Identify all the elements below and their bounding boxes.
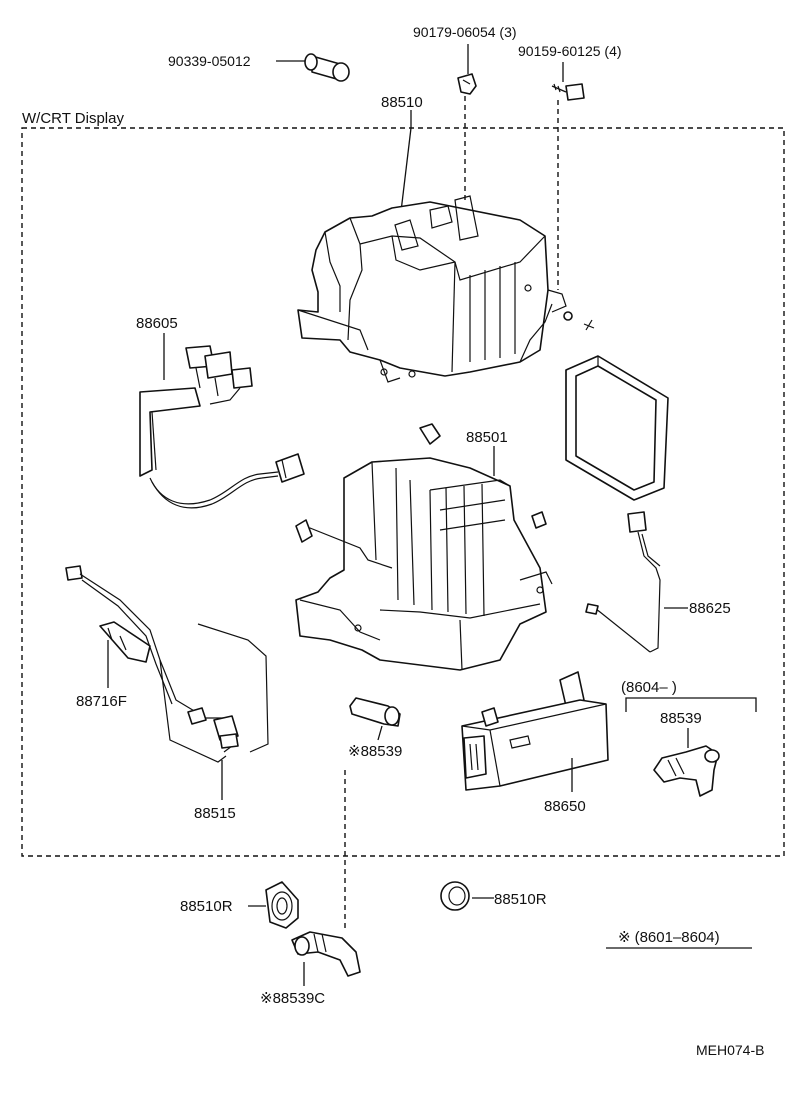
part-label-88515[interactable]: 88515 [194,805,236,822]
group-label: W/CRT Display [22,110,124,127]
evaporator-88501 [295,423,553,671]
part-label-90179-06054[interactable]: 90179-06054 (3) [413,24,517,40]
grommet-88510R-right [440,881,470,911]
footnote-range: ※(8601–8604) [618,929,720,946]
amplifier-88605 [139,345,305,509]
part-label-90339-05012[interactable]: 90339-05012 [168,53,251,69]
hose-88539-early [349,697,401,727]
part-label-88650[interactable]: 88650 [544,798,586,815]
part-label-88510R-left[interactable]: 88510R [180,898,233,915]
part-label-88605[interactable]: 88605 [136,315,178,332]
wcrt-display-boundary [21,127,785,857]
thermistor-88716F [65,565,269,763]
part-label-88539-late[interactable]: 88539 [660,710,702,727]
bracket-range-label: (8604– ) [621,679,677,696]
part-label-88625[interactable]: 88625 [689,600,731,617]
grommet-88510R-left [265,881,299,929]
cooler-case-88510 [297,195,595,383]
cap-part-90339 [276,53,350,82]
part-label-88539-early[interactable]: ※88539 [348,743,402,760]
part-label-90159-60125[interactable]: 90159-60125 (4) [518,43,622,59]
part-label-88716F[interactable]: 88716F [76,693,127,710]
filter-frame [565,355,669,501]
hose-88539C [291,931,361,977]
part-label-88539C[interactable]: ※88539C [260,990,325,1007]
screw-part-90159 [551,62,585,101]
hose-88539-late [653,745,720,797]
part-label-88501[interactable]: 88501 [466,429,508,446]
drawing-code: MEH074-B [696,1042,764,1058]
part-label-88510[interactable]: 88510 [381,94,423,111]
duct-88650 [461,671,609,791]
clip-part-90179 [457,44,477,95]
part-label-88510R-right[interactable]: 88510R [494,891,547,908]
sensor-88625 [585,511,661,653]
